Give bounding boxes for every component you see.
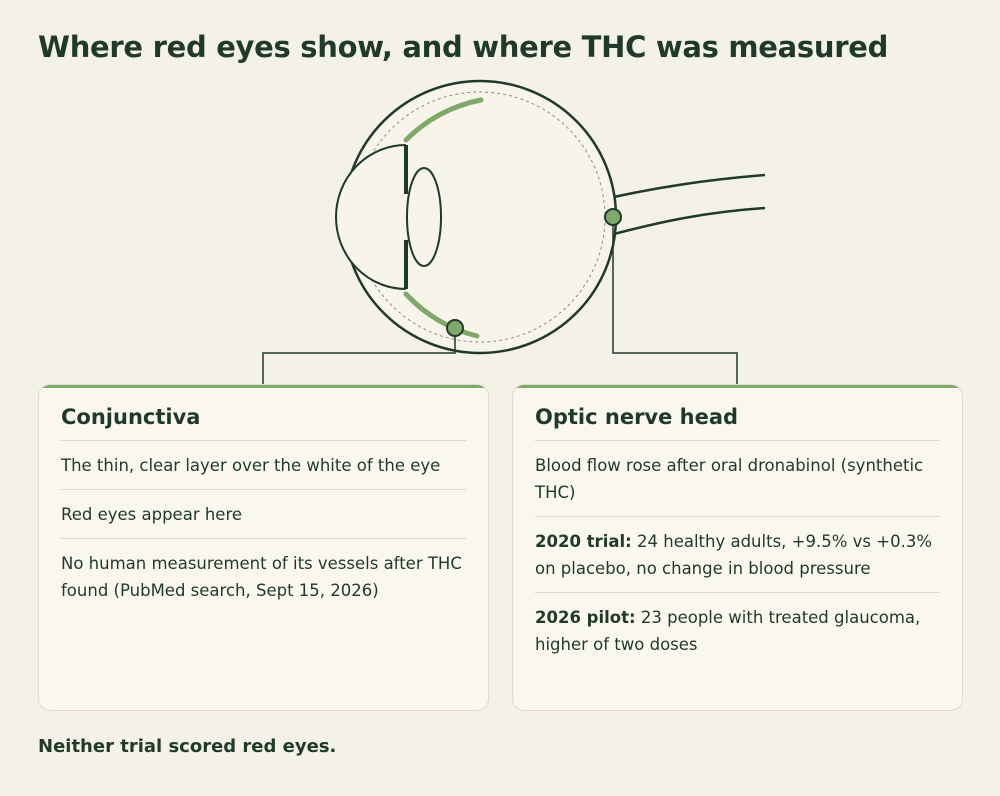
conjunctiva-highlight-bottom — [403, 291, 480, 339]
conjunctiva-item-no-measurement: No human measurement of its vessels afte… — [61, 554, 462, 600]
optic-nerve-card-title: Optic nerve head — [535, 405, 940, 441]
trial-2020-label: 2020 trial: — [535, 532, 632, 551]
page-title: Where red eyes show, and where THC was m… — [38, 30, 889, 64]
optic-nerve-item-2020-trial: 2020 trial: 24 healthy adults, +9.5% vs … — [535, 517, 940, 593]
conjunctiva-item-definition: The thin, clear layer over the white of … — [61, 441, 466, 490]
lens — [406, 167, 442, 267]
eye-diagram — [262, 79, 766, 384]
conjunctiva-leader-line — [262, 336, 456, 384]
pilot-2026-label: 2026 pilot: — [535, 608, 636, 627]
conjunctiva-highlight-top — [403, 97, 484, 143]
footer-note: Neither trial scored red eyes. — [38, 736, 337, 757]
optic-nerve-card: Optic nerve head Blood flow rose after o… — [512, 384, 963, 711]
blood-flow-text: Blood flow rose after oral dronabinol (s… — [535, 456, 924, 502]
optic-nerve-item-blood-flow: Blood flow rose after oral dronabinol (s… — [535, 441, 940, 517]
optic-nerve — [613, 173, 766, 236]
cornea — [335, 144, 407, 290]
optic-nerve-leader-line — [612, 225, 738, 384]
conjunctiva-card-title: Conjunctiva — [61, 405, 466, 441]
conjunctiva-item-red-eyes: Red eyes appear here — [61, 490, 466, 539]
pilot-2026-text: 23 people with treated glaucoma, higher … — [535, 608, 921, 654]
optic-nerve-marker — [604, 208, 622, 226]
optic-nerve-item-2026-pilot: 2026 pilot: 23 people with treated glauc… — [535, 593, 940, 668]
conjunctiva-marker — [446, 319, 464, 337]
trial-2020-text: 24 healthy adults, +9.5% vs +0.3% on pla… — [535, 532, 932, 578]
conjunctiva-card: Conjunctiva The thin, clear layer over t… — [38, 384, 489, 711]
